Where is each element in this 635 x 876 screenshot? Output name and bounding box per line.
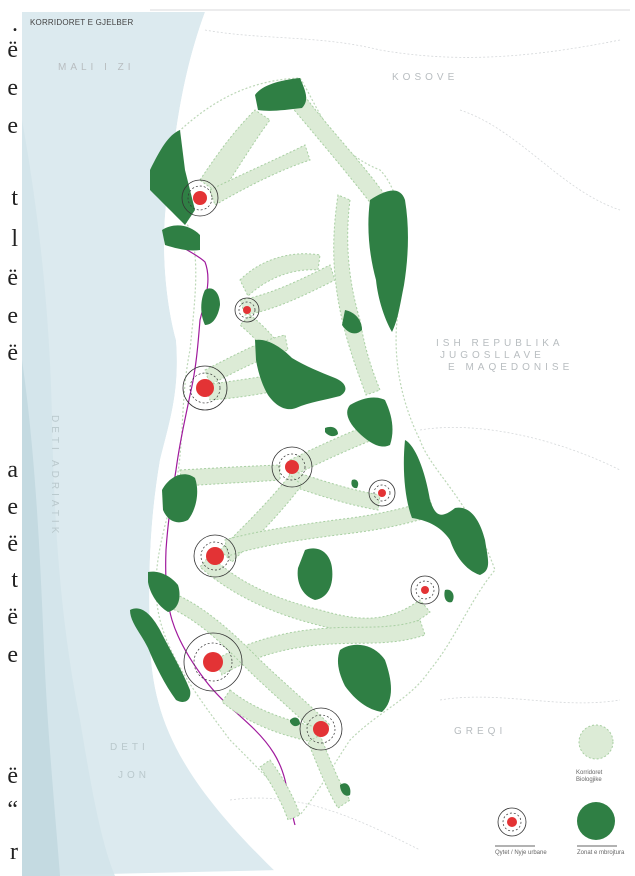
city-node [299,707,343,751]
margin-char: a [7,457,18,483]
adriatic-sea-area [22,12,280,876]
city-node [368,479,396,507]
country-label-macedonia-line1: ISH REPUBLIKA [436,338,564,349]
land-top-edge [149,12,635,876]
margin-char: t [11,185,18,211]
country-label-macedonia-line3: E MAQEDONISE [448,362,574,373]
sea-label-ionian-line1: DETI [110,742,149,753]
country-label-greece: GREQI [454,726,507,737]
margin-char: . [12,11,18,37]
margin-char: r [10,839,18,865]
country-label-montenegro: MALI I ZI [58,62,135,73]
sea-label-adriatic: DETI ADRIATIK [49,415,60,538]
region-border [229,797,421,851]
city-node [181,179,219,217]
city-node [410,575,440,605]
margin-char: e [7,113,18,139]
green-corridors [159,89,436,821]
region-border [204,29,621,58]
city-node [183,632,243,692]
margin-char: “ [7,797,18,823]
margin-char: e [7,303,18,329]
legend-city-symbol [497,807,527,837]
margin-char: ë [7,604,18,630]
legend-green-zone-circle [577,802,615,840]
country-label-macedonia-line2: JUGOSLLAVE [440,350,545,361]
city-nodes [181,179,440,751]
sea-label-ionian-line2: JON [118,770,150,781]
margin-char: e [7,642,18,668]
city-node [182,365,228,411]
left-margin-text: . ë e e t l ë e ë a e ë t ë e ë “ r [0,0,22,876]
margin-char: e [7,75,18,101]
margin-char: ë [7,265,18,291]
region-border [439,696,621,704]
city-node [193,534,237,578]
margin-char: ë [7,340,18,366]
legend-corridor-circle [578,724,614,760]
city-node [271,446,313,488]
sea-band-2 [22,360,60,876]
margin-char: ë [7,37,18,63]
albania-border [155,77,496,816]
margin-char: ë [7,531,18,557]
protected-zones [130,78,489,796]
city-node [234,297,260,323]
margin-char: l [11,226,18,252]
margin-char: ë [7,763,18,789]
legend [495,724,617,847]
region-border [419,427,621,471]
margin-char: e [7,494,18,520]
legend-green-zone-label: Zonat e mbrojtura [577,850,625,856]
country-label-kosovo: KOSOVE [392,72,459,83]
map-title: KORRIDORET E GJELBER [30,18,134,27]
margin-char: t [11,567,18,593]
legend-city-label: Qytet / Nyje urbane [495,850,547,856]
